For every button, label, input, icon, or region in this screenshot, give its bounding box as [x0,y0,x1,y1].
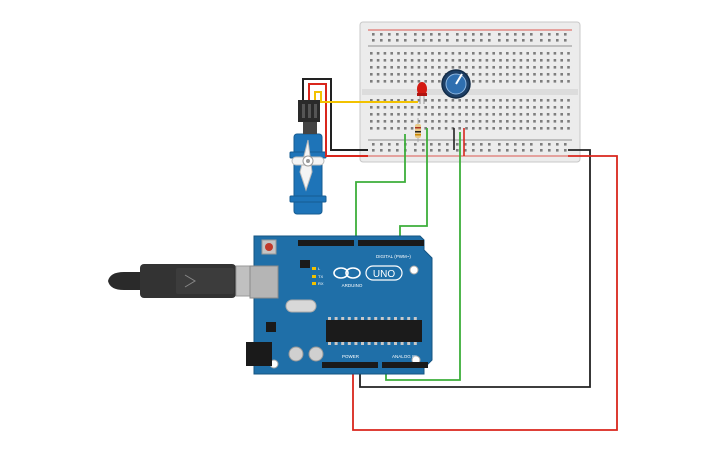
ic-pins [328,317,417,345]
rx-label: RX [318,281,324,286]
l-label: L [318,266,321,271]
board-logo: UNO [373,269,395,280]
resistor[interactable] [415,118,421,142]
power-label: POWER [342,354,360,359]
breadboard-holes [370,33,570,152]
servo-wires [302,78,418,157]
tx-label: TX [318,274,323,279]
board-sublogo: ARDUINO [342,283,363,288]
servo-motor[interactable] [289,100,327,215]
led[interactable] [417,82,427,104]
potentiometer[interactable] [441,69,471,99]
digital-label: DIGITAL (PWM~) [376,254,411,259]
arduino-uno[interactable]: UNO ARDUINO DIGITAL (PWM~) POWER ANALOG … [246,235,433,375]
breadboard[interactable] [359,21,581,163]
analog-label: ANALOG IN [392,354,417,359]
